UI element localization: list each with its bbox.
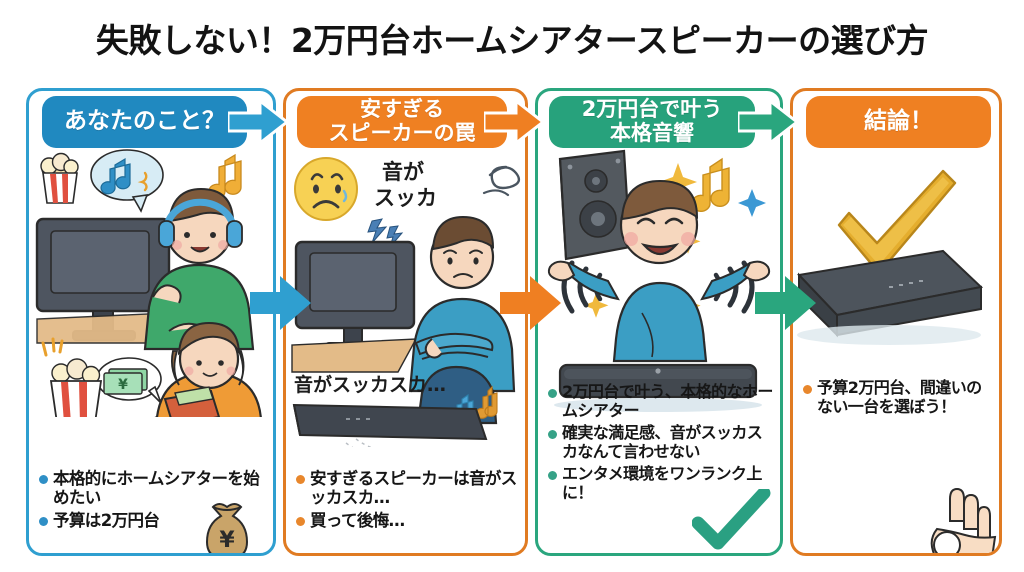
soundbar-icon [292, 403, 488, 447]
weak-sound-bolt-icon [367, 218, 404, 248]
music-speech-bubble-icon [90, 149, 164, 213]
bullet-text: 確実な満足感、音がスッカスカなんて言わせない [562, 423, 763, 461]
panel-4-illustration [793, 151, 999, 401]
bullet-dot-icon [548, 471, 557, 481]
list-item: 本格的にホームシアターを始めたい [39, 469, 267, 507]
bullet-dot-icon [803, 385, 812, 394]
illustration-svg-2: 音が スッカ [291, 157, 521, 447]
list-item: 予算は2万円台 [39, 511, 267, 530]
panel-3-bullets: 2万円台で叶う、本格的なホームシアター 確実な満足感、音がスッカスカなんて言わせ… [548, 382, 774, 506]
header-arrow-1-icon [228, 100, 288, 144]
panel-4-header[interactable]: 結論！ [806, 96, 991, 148]
sparkle-icon-4 [583, 293, 609, 318]
svg-text:¥: ¥ [219, 528, 235, 553]
woman-with-wallet-icon [154, 321, 262, 417]
illustration-svg-3 [547, 149, 771, 412]
bullet-dot-icon [548, 389, 557, 398]
bullet-dot-icon [39, 475, 48, 484]
panel-2: 音が スッカ [283, 88, 528, 556]
bullet-text: 買って後悔… [310, 511, 405, 531]
money-bag-yen-icon: ¥ [205, 503, 249, 553]
bullet-text: 安すぎるスピーカーは音がスッカスカ… [310, 469, 517, 508]
header-arrow-2-icon [484, 100, 544, 144]
list-item: エンタメ環境をワンランク上に！ [548, 464, 774, 502]
panel-1-header[interactable]: あなたのこと？ [42, 96, 247, 148]
bullet-text: 本格的にホームシアターを始めたい [53, 469, 260, 508]
ok-hand-icon [930, 487, 997, 553]
list-item: 予算2万円台、間違いのない一台を選ぼう！ [803, 378, 993, 416]
tv-icon-2 [291, 240, 418, 373]
panel-3-header-line2: 本格音響 [610, 121, 694, 145]
bullet-text: 予算2万円台、間違いのない一台を選ぼう！ [817, 378, 982, 416]
panel-4: 予算2万円台、間違いのない一台を選ぼう！ [790, 88, 1002, 556]
panel-3-header-line1: 2万円台で叶う [581, 97, 723, 122]
list-item: 2万円台で叶う、本格的なホームシアター [548, 382, 774, 420]
panel-2-header-line1: 安すぎる [360, 97, 444, 122]
list-item: 買って後悔… [296, 511, 519, 530]
popcorn-icon [40, 152, 79, 204]
bullet-text: 予算は2万円台 [53, 511, 160, 531]
panel-1: ¥ [26, 88, 276, 556]
panel-2-header[interactable]: 安すぎる スピーカーの罠 [297, 96, 507, 148]
panel-2-illustration: 音が スッカ [286, 147, 525, 447]
list-item: 安すぎるスピーカーは音がスッカスカ… [296, 469, 519, 507]
money-speech-bubble-icon: ¥ [96, 357, 162, 404]
svg-text:スッカ: スッカ [374, 186, 437, 210]
panel-2-bullets: 安すぎるスピーカーは音がスッカスカ… 買って後悔… [296, 469, 519, 534]
svg-text:¥: ¥ [118, 377, 128, 393]
bullet-dot-icon [39, 517, 48, 527]
panel-1-illustration: ¥ [29, 147, 273, 417]
sparkle-icon-2 [738, 189, 766, 217]
music-note-icon-2 [691, 157, 730, 212]
illustration-svg-1: ¥ [35, 149, 262, 417]
happy-man-icon [547, 179, 771, 363]
popcorn-icon-2 [41, 337, 103, 417]
panel-3-header[interactable]: 2万円台で叶う 本格音響 [549, 96, 755, 148]
panel-4-bullets: 予算2万円台、間違いのない一台を選ぼう！ [803, 378, 993, 420]
dizzy-swirl-icon [482, 165, 521, 197]
bullet-dot-icon [296, 517, 305, 527]
arrow-panel3-to-panel4 [755, 276, 816, 330]
arrow-panel2-to-panel3 [500, 276, 561, 330]
header-arrow-3-icon [738, 100, 798, 144]
svg-text:音がスッカスカ…: 音がスッカスカ… [294, 373, 446, 396]
panel-3: 2万円台で叶う、本格的なホームシアター 確実な満足感、音がスッカスカなんて言わせ… [535, 88, 783, 556]
list-item: 確実な満足感、音がスッカスカなんて言わせない [548, 423, 774, 461]
bullet-dot-icon [548, 430, 557, 440]
soundbar-icon-2 [554, 363, 762, 412]
tv-icon [35, 217, 171, 344]
man-with-headphones-icon [143, 187, 255, 351]
arrow-panel1-to-panel2 [250, 276, 311, 330]
illustration-svg-4 [796, 169, 984, 345]
panel-2-header-line2: スピーカーの罠 [328, 121, 476, 145]
panel-1-bullets: 本格的にホームシアターを始めたい 予算は2万円台 [39, 469, 267, 534]
panel-3-illustration [538, 143, 780, 413]
sparkle-icon-1 [659, 163, 697, 201]
bullet-text: 2万円台で叶う、本格的なホームシアター [562, 382, 773, 420]
soundbar-icon-3 [796, 249, 984, 345]
page-title: 失敗しない！2万円台ホームシアタースピーカーの選び方 [95, 21, 929, 60]
svg-text:音が: 音が [382, 160, 424, 184]
teal-check-icon [692, 489, 771, 550]
bullet-text: エンタメ環境をワンランク上に！ [562, 464, 762, 502]
bullet-dot-icon [296, 475, 305, 484]
bookshelf-speaker-icon [558, 149, 632, 261]
sad-face-emoji-icon [294, 157, 358, 221]
